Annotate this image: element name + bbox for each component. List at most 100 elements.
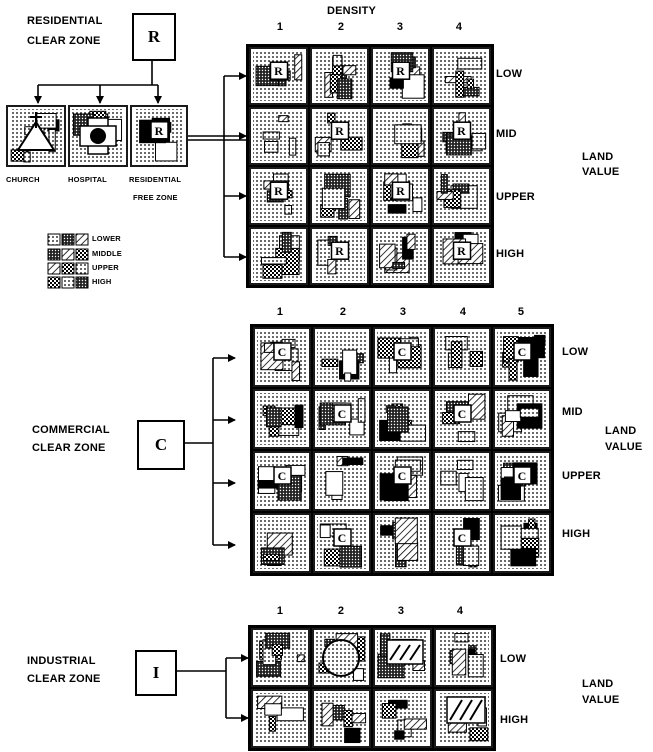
commercial-tile-r4-c1: [253, 513, 311, 573]
res-density-col-1: 1: [272, 20, 288, 34]
density-title: DENSITY: [327, 4, 376, 18]
res-density-col-3: 3: [392, 20, 408, 34]
res-row-low: LOW: [496, 67, 522, 81]
residential-tile-r1-c3: R: [371, 47, 430, 105]
commercial-tile-r3-c2: [313, 451, 371, 511]
church-tile-label: CHURCH: [6, 175, 40, 184]
com-density-col-3: 3: [395, 305, 411, 319]
industrial-zone-label-line1: INDUSTRIAL: [27, 654, 96, 668]
com-land-value-line2: VALUE: [605, 440, 642, 454]
house-legend-middle: MIDDLE: [92, 249, 122, 258]
svg-text:C: C: [458, 407, 467, 421]
commercial-tile-r3-c4: [433, 451, 491, 511]
com-row-upper: UPPER: [562, 469, 601, 483]
svg-text:C: C: [398, 469, 407, 483]
industrial-tile-r2-c3: [373, 689, 432, 748]
com-density-col-1: 1: [272, 305, 288, 319]
house-legend-lower: LOWER: [92, 234, 121, 243]
svg-text:C: C: [518, 469, 527, 483]
residential-zone-label-line1: RESIDENTIAL: [27, 14, 103, 28]
com-land-value-line1: LAND: [605, 424, 636, 438]
ind-density-col-4: 4: [452, 604, 468, 618]
svg-text:R: R: [155, 124, 164, 138]
industrial-tile-r2-c2: [312, 689, 371, 748]
svg-text:C: C: [338, 531, 347, 545]
commercial-tile-r3-c5: C: [493, 451, 551, 511]
res-density-col-4: 4: [451, 20, 467, 34]
svg-text:C: C: [518, 345, 527, 359]
residential-tile-r2-c1: [249, 107, 308, 165]
residential-free-zone-tile: R: [130, 105, 188, 167]
res-density-col-2: 2: [333, 20, 349, 34]
ind-land-value-line1: LAND: [582, 677, 613, 691]
com-density-col-4: 4: [455, 305, 471, 319]
residential-tile-r3-c2: [310, 167, 369, 225]
residential-tile-r3-c4: [432, 167, 491, 225]
commercial-tile-r3-c1: C: [253, 451, 311, 511]
residential-free-zone-label-line1: RESIDENTIAL: [129, 175, 181, 184]
residential-tile-r3-c3: R: [371, 167, 430, 225]
residential-tile-r4-c4: R: [432, 227, 491, 285]
house-legend-icon-4: [48, 277, 88, 288]
residential-zone-label-line2: CLEAR ZONE: [27, 34, 101, 48]
res-row-high: HIGH: [496, 247, 524, 261]
svg-text:R: R: [274, 64, 283, 78]
industrial-zone-label-line2: CLEAR ZONE: [27, 672, 101, 686]
residential-tile-r1-c1: R: [249, 47, 308, 105]
res-row-mid: MID: [496, 127, 517, 141]
svg-text:R: R: [457, 244, 466, 258]
ind-row-high: HIGH: [500, 713, 528, 727]
commercial-tile-r2-c3: [373, 389, 431, 449]
com-density-col-5: 5: [513, 305, 529, 319]
house-legend-upper: UPPER: [92, 263, 119, 272]
residential-tile-r4-c1: [249, 227, 308, 285]
storage-tank-icon: [323, 640, 359, 676]
residential-tile-r1-c2: [310, 47, 369, 105]
residential-tile-r3-c1: R: [249, 167, 308, 225]
ind-row-low: LOW: [500, 652, 526, 666]
residential-tile-r2-c4: R: [432, 107, 491, 165]
hospital-center-icon: [90, 128, 106, 144]
industrial-tile-r1-c1: [251, 628, 310, 687]
house-legend-icon-3: [48, 263, 88, 274]
commercial-zone-box: C: [137, 420, 185, 470]
com-row-mid: MID: [562, 405, 583, 419]
commercial-tile-r4-c2: C: [313, 513, 371, 573]
house-legend-icon-2: [48, 249, 88, 260]
residential-tile-r4-c3: [371, 227, 430, 285]
commercial-tile-r2-c5: [493, 389, 551, 449]
residential-tile-r2-c2: R: [310, 107, 369, 165]
res-row-upper: UPPER: [496, 190, 535, 204]
commercial-tile-r1-c1: C: [253, 327, 311, 387]
commercial-tile-r1-c5: C: [493, 327, 551, 387]
industrial-tile-r2-c1: [251, 689, 310, 748]
industrial-zone-box: I: [135, 650, 177, 696]
ind-land-value-line2: VALUE: [582, 693, 619, 707]
commercial-tile-r1-c4: [433, 327, 491, 387]
com-density-col-2: 2: [335, 305, 351, 319]
svg-text:C: C: [458, 531, 467, 545]
residential-free-zone-label-line2: FREE ZONE: [133, 193, 178, 202]
commercial-tile-r3-c3: C: [373, 451, 431, 511]
svg-text:C: C: [278, 345, 287, 359]
com-row-high: HIGH: [562, 527, 590, 541]
house-legend-high: HIGH: [92, 277, 112, 286]
ind-density-col-2: 2: [333, 604, 349, 618]
commercial-tile-r4-c3: [373, 513, 431, 573]
residential-tile-r1-c4: [432, 47, 491, 105]
com-row-low: LOW: [562, 345, 588, 359]
industrial-zone-letter: I: [153, 663, 160, 683]
commercial-tile-r2-c1: [253, 389, 311, 449]
svg-text:R: R: [457, 124, 466, 138]
house-legend-icon-1: [48, 234, 88, 245]
residential-zone-letter: R: [148, 27, 160, 47]
svg-text:C: C: [398, 345, 407, 359]
res-land-value-line2: VALUE: [582, 165, 619, 179]
commercial-tile-r4-c4: C: [433, 513, 491, 573]
commercial-tile-r1-c2: [313, 327, 371, 387]
svg-text:R: R: [274, 184, 283, 198]
commercial-tile-r1-c3: C: [373, 327, 431, 387]
commercial-zone-label-line2: CLEAR ZONE: [32, 441, 106, 455]
commercial-zone-letter: C: [155, 435, 167, 455]
